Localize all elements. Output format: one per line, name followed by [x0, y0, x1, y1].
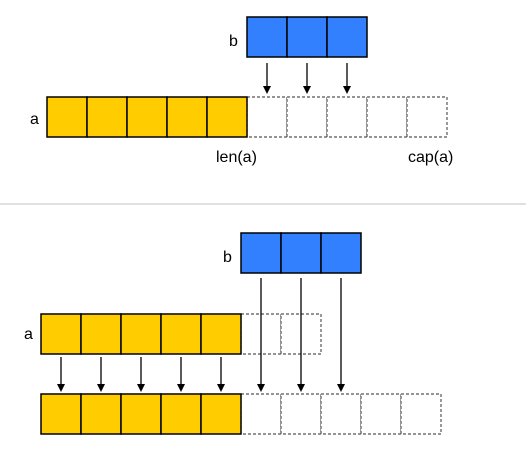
cap-label: cap(a) — [408, 149, 453, 166]
top-b-cell — [286, 16, 328, 58]
bottom-a-cell — [40, 313, 82, 355]
bottom-a-cell — [80, 313, 122, 355]
bottom-new-empty-cell — [360, 393, 402, 435]
bottom-a-cell — [200, 313, 242, 355]
top-slice-a — [46, 96, 448, 138]
bottom-b-cell — [320, 232, 362, 274]
top-a-cell — [206, 96, 248, 138]
bottom-new-cell — [80, 393, 122, 435]
bottom-new-cell — [120, 393, 162, 435]
bottom-slice-b-label: b — [223, 249, 232, 266]
top-a-empty-cell — [246, 96, 288, 138]
top-panel: b a len(a) cap(a) — [30, 16, 453, 166]
top-a-empty-cell — [326, 96, 368, 138]
len-label: len(a) — [216, 149, 257, 166]
top-b-cell — [326, 16, 368, 58]
bottom-a-cell — [160, 313, 202, 355]
bottom-b-cell — [280, 232, 322, 274]
bottom-new-cell — [200, 393, 242, 435]
top-a-cell — [46, 96, 88, 138]
bottom-new-empty-cell — [240, 393, 282, 435]
top-slice-b-label: b — [229, 33, 238, 50]
top-slice-a-label: a — [30, 111, 39, 128]
bottom-copy-arrows — [57, 278, 345, 392]
bottom-slice-a — [40, 313, 322, 355]
top-slice-b — [246, 16, 368, 58]
bottom-new-cell — [160, 393, 202, 435]
bottom-new-cell — [40, 393, 82, 435]
top-b-cell — [246, 16, 288, 58]
top-a-empty-cell — [366, 96, 408, 138]
top-a-empty-cell — [286, 96, 328, 138]
bottom-new-empty-cell — [400, 393, 442, 435]
bottom-new-array — [40, 393, 442, 435]
top-copy-arrows — [263, 63, 351, 94]
bottom-slice-a-label: a — [24, 326, 33, 343]
bottom-new-empty-cell — [280, 393, 322, 435]
top-a-cell — [126, 96, 168, 138]
bottom-panel: b a — [24, 232, 442, 435]
bottom-a-cell — [120, 313, 162, 355]
bottom-slice-b — [240, 232, 362, 274]
bottom-new-empty-cell — [320, 393, 362, 435]
top-a-cell — [86, 96, 128, 138]
top-a-cell — [166, 96, 208, 138]
top-a-empty-cell — [406, 96, 448, 138]
bottom-b-cell — [240, 232, 282, 274]
